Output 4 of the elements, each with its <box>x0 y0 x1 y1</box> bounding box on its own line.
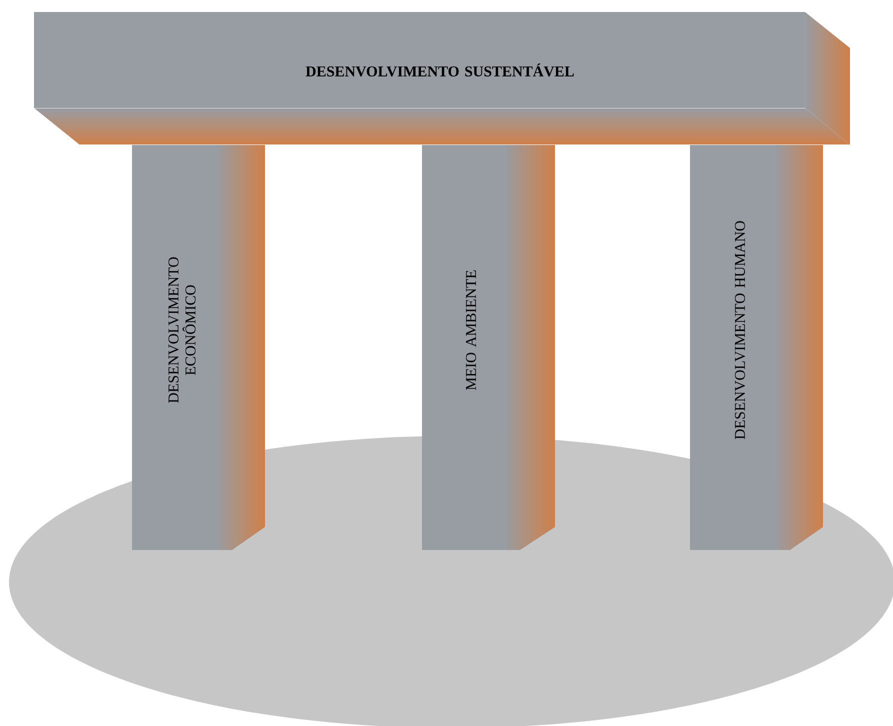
pillar-box: DESENVOLVIMENTO ECONÔMICO <box>132 145 265 550</box>
beam-box: DESENVOLVIMENTO SUSTENTÁVEL <box>34 12 850 145</box>
pillar-box: DESENVOLVIMENTO HUMANO <box>690 145 824 550</box>
pillar-box: MEIO AMBIENTE <box>422 145 555 550</box>
